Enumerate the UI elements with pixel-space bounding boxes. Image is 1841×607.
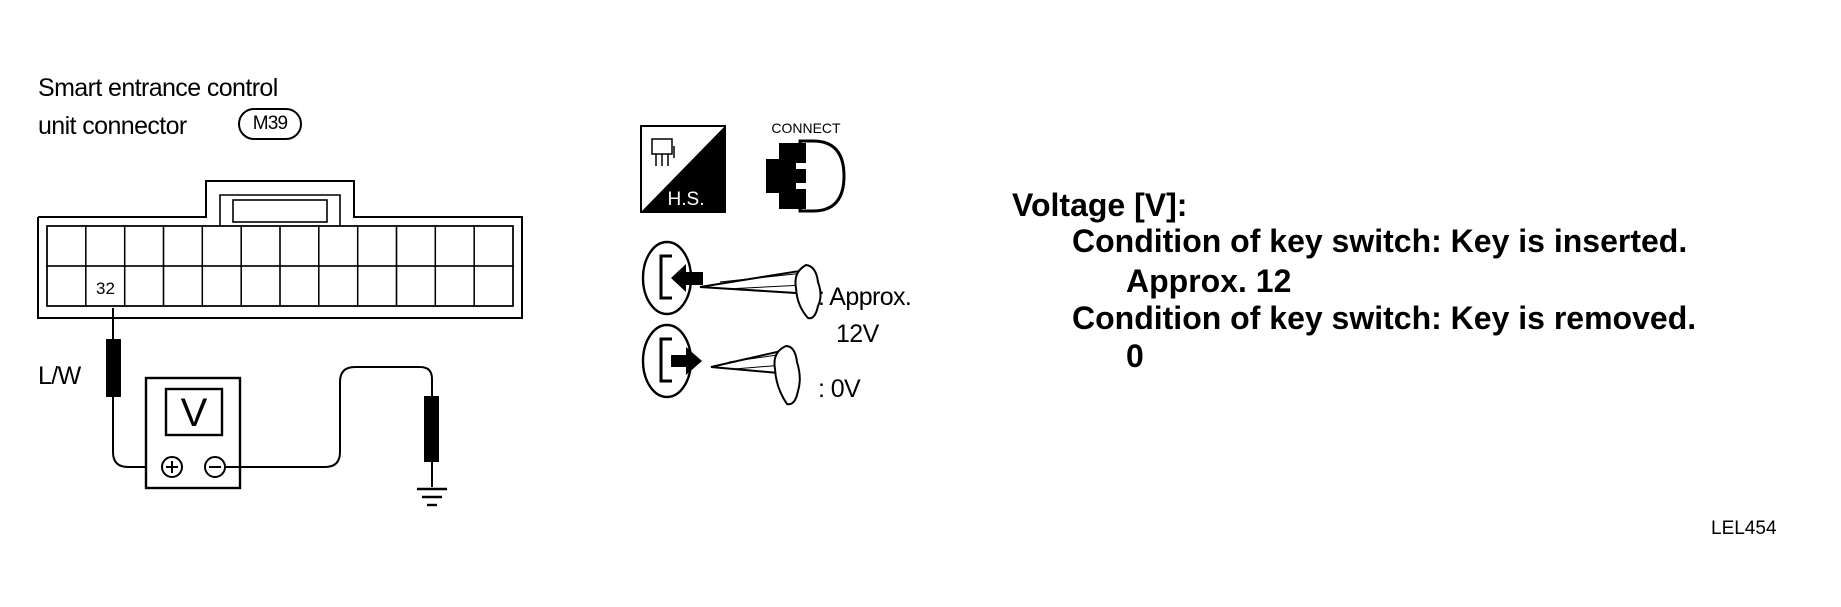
connector-cavity [46, 225, 87, 267]
connector-cavity [395, 225, 437, 267]
connector-cavity [279, 265, 320, 307]
connector-cavity [356, 265, 398, 307]
connector-cavity [434, 225, 475, 267]
connector-cavity [356, 225, 398, 267]
connector-id-badge: M39 [238, 108, 302, 140]
connector-title-line1: Smart entrance control [38, 74, 278, 102]
connector-cavity [85, 225, 126, 267]
connector-cavity [240, 225, 281, 267]
connector-id-text: M39 [252, 113, 288, 134]
negative-lead-wire [225, 366, 439, 487]
connector-cavity [46, 265, 87, 307]
wire-color-label: L/W [38, 362, 81, 390]
connector-cavity [162, 265, 204, 307]
positive-terminal [161, 456, 183, 478]
connector-title-line2: unit connector [38, 112, 187, 140]
key-inserted-icon [641, 240, 822, 320]
positive-lead-wire [106, 308, 172, 468]
connect-label: CONNECT [771, 120, 841, 136]
connector-cavity [123, 265, 165, 307]
connector-cavity [473, 225, 514, 267]
figure-code: LEL454 [1711, 518, 1777, 539]
connector-cavity [318, 225, 359, 267]
key-removed-icon [641, 323, 801, 406]
key-inserted-label-line2: 12V [836, 320, 879, 348]
key-inserted-label-line1: : Approx. [818, 283, 912, 311]
connector-cavity [240, 265, 281, 307]
connector-cavity [318, 265, 359, 307]
connector-cavity [201, 265, 242, 307]
spec-value-inserted: Approx. 12 [1126, 263, 1292, 299]
connect-icon [766, 139, 846, 213]
connector-cavity [201, 225, 242, 267]
connector-cell-grid [46, 225, 514, 307]
voltmeter-symbol: V [181, 391, 208, 435]
negative-terminal [204, 456, 226, 478]
ground-icon [417, 487, 447, 507]
connector-cavity [123, 225, 165, 267]
voltmeter: V [144, 376, 242, 490]
spec-heading: Voltage [V]: [1012, 187, 1188, 223]
connector-cavity [395, 265, 437, 307]
connector-cavity [473, 265, 514, 307]
connector-cavity [434, 265, 475, 307]
connector-cavity [162, 225, 204, 267]
key-removed-label: : 0V [818, 375, 861, 403]
terminal-number-32: 32 [96, 279, 115, 298]
spec-value-removed: 0 [1126, 338, 1144, 374]
connector-cavity [279, 225, 320, 267]
spec-condition-removed: Condition of key switch: Key is removed. [1072, 300, 1697, 336]
harness-side-label: H.S. [668, 189, 705, 210]
harness-side-icon: H.S. [640, 125, 726, 213]
spec-condition-inserted: Condition of key switch: Key is inserted… [1072, 223, 1688, 259]
